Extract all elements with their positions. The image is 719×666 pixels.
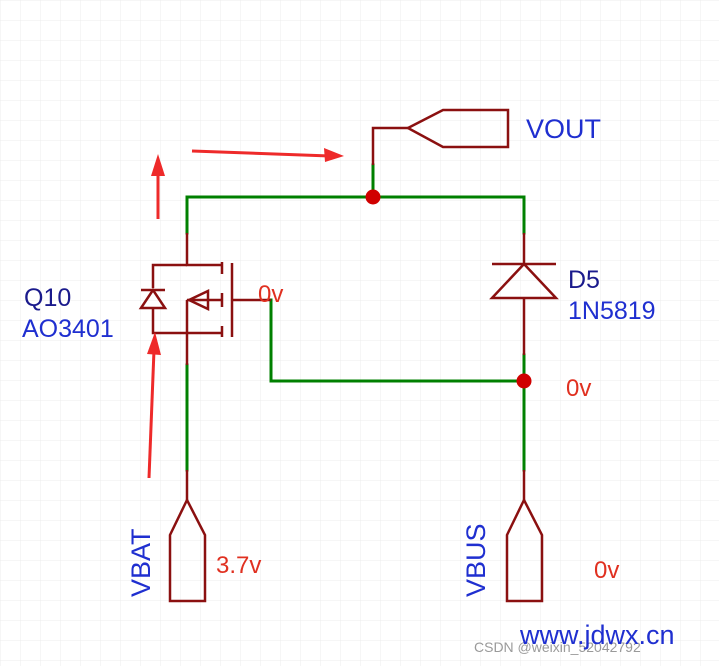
components <box>138 108 559 603</box>
vbus-net-label: VBUS <box>461 523 491 597</box>
gate-wire <box>269 298 526 383</box>
vbat-port <box>168 497 207 603</box>
node-voltage-label: 0v <box>566 375 591 402</box>
vbus-voltage-label: 0v <box>594 557 619 584</box>
arrow-up-top-head <box>151 154 165 176</box>
mosfet-reference-label: Q10 <box>24 284 71 312</box>
arrow-right-shaft <box>191 149 331 158</box>
vbat-net-label: VBAT <box>126 528 156 597</box>
gate-voltage-label: 0v <box>258 281 283 308</box>
top-wire <box>185 195 526 235</box>
arrow-up-bottom-shaft <box>147 349 156 479</box>
vout-flag <box>405 108 510 149</box>
vbat-voltage-label: 3.7v <box>216 552 261 579</box>
diode-part-label: 1N5819 <box>568 297 656 325</box>
junction-right <box>516 373 532 389</box>
body-diode-lead-bottom <box>151 308 187 335</box>
arrow-up-bottom-head <box>147 332 161 355</box>
annotation-arrows <box>147 148 344 479</box>
site-watermark: www.jdwx.cn <box>520 620 675 650</box>
diode-reference-label: D5 <box>568 266 600 294</box>
vout-stub <box>371 126 408 165</box>
mosfet-body-arrow <box>186 289 210 311</box>
vbus-port <box>505 497 544 603</box>
csdn-watermark: CSDN @weixin_52042792 <box>474 639 641 655</box>
arrow-right-head <box>324 148 344 162</box>
body-diode-lead-top <box>151 263 187 288</box>
vout-label: VOUT <box>526 114 601 144</box>
junction-top <box>365 189 381 205</box>
mosfet-part-label: AO3401 <box>22 315 114 343</box>
